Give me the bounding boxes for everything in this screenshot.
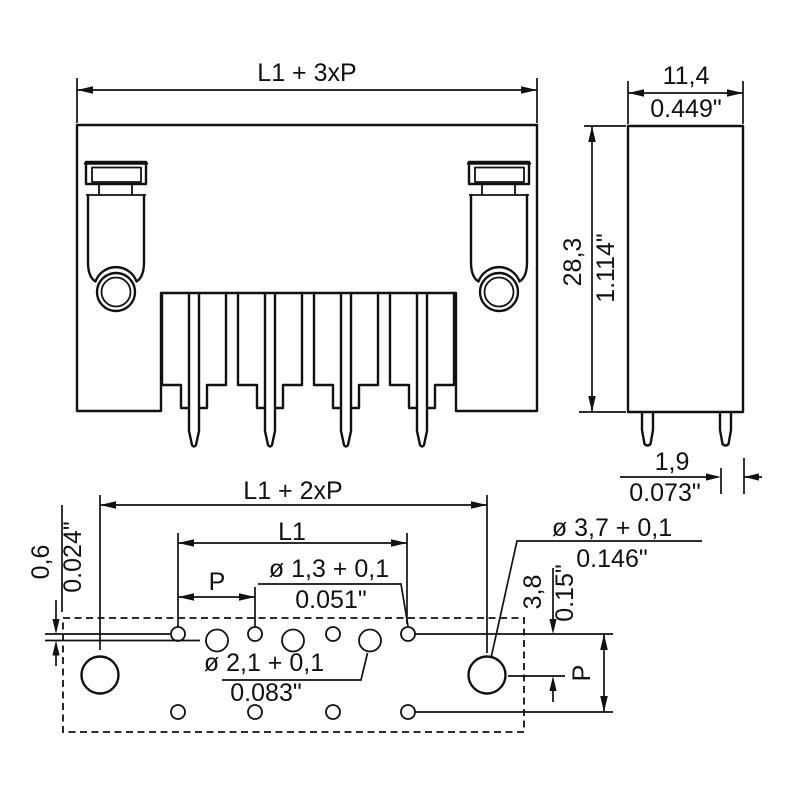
side-pin-mm: 1,9 xyxy=(655,448,690,476)
housing-block xyxy=(388,291,456,410)
mount-hole-mm: ø 3,7 + 0,1 xyxy=(552,514,672,542)
side-body-outline xyxy=(626,124,745,414)
mid-hole-in: 0.083" xyxy=(230,679,301,707)
side-pin-right xyxy=(718,411,733,447)
row-pitch-label: P xyxy=(568,665,596,682)
latch-right-band xyxy=(469,184,529,196)
row-centerlines xyxy=(45,633,613,713)
dimension-pitch: P xyxy=(178,568,256,627)
housing-block xyxy=(312,291,380,410)
mid-hole xyxy=(358,628,382,653)
side-height-mm: 28,3 xyxy=(559,238,587,287)
solder-pin xyxy=(415,291,429,448)
front-width-label: L1 + 3xP xyxy=(257,59,356,87)
footprint-overall-label: L1 + 2xP xyxy=(243,477,342,505)
side-pin-left xyxy=(640,411,655,447)
dimension-l1: L1 xyxy=(177,518,408,627)
solder-pin xyxy=(187,291,201,448)
latch-left xyxy=(83,160,149,313)
drill-holes xyxy=(80,626,507,720)
latch-left-band xyxy=(86,184,146,196)
latch-left-cap-inner xyxy=(91,166,142,183)
latch-left-ring-outer xyxy=(95,271,137,313)
side-pin-in: 0.073" xyxy=(629,479,700,507)
pin-hole xyxy=(170,704,186,720)
housing-block xyxy=(236,291,304,410)
latch-left-arm xyxy=(86,193,146,283)
mount-hole-in: 0.146" xyxy=(576,545,647,573)
mid-hole-mm: ø 2,1 + 0,1 xyxy=(204,649,324,677)
dimension-l1-2xp: L1 + 2xP xyxy=(99,477,488,653)
latch-right-cap xyxy=(467,160,531,186)
side-width-in: 0.449" xyxy=(650,95,721,123)
latch-right-arm xyxy=(469,193,529,283)
pin-hole-in: 0.051" xyxy=(295,586,366,614)
arrowhead-left xyxy=(77,86,93,94)
footprint-l1-label: L1 xyxy=(278,518,306,546)
dimension-row-offset: 0,6 0.024" xyxy=(27,505,87,666)
dimension-mount-row: 3,8 0.15" xyxy=(519,564,579,702)
latch-left-cap xyxy=(84,160,148,186)
latch-right xyxy=(466,160,532,313)
side-width-mm: 11,4 xyxy=(663,62,710,90)
pin-hole-mm: ø 1,3 + 0,1 xyxy=(269,555,389,583)
pin-housing-blocks xyxy=(160,291,456,448)
mount-row-mm: 3,8 xyxy=(519,575,547,610)
mid-hole xyxy=(281,628,305,653)
mount-hole-right xyxy=(467,655,507,695)
latch-right-ring-outer xyxy=(478,271,520,313)
dimension-pin: 1,9 0.073" xyxy=(620,448,762,507)
dimension-row-pitch: P xyxy=(568,634,608,712)
housing-block xyxy=(160,291,228,410)
mount-hole-left xyxy=(80,655,120,695)
pin-hole xyxy=(247,626,263,642)
pin-hole xyxy=(400,626,416,642)
pin-hole xyxy=(325,626,341,642)
front-view: L1 + 3xP xyxy=(75,59,539,448)
callout-mount-hole: ø 3,7 + 0,1 0.146" xyxy=(490,514,702,659)
dimension-width: 11,4 0.449" xyxy=(627,62,744,124)
dimension-l1-3xp: L1 + 3xP xyxy=(76,59,538,123)
footprint-view: L1 + 2xP L1 P ø 1,3 + 0,1 0.051" ø 2,1 +… xyxy=(27,477,702,733)
pcb-outline-dashed xyxy=(62,617,525,733)
row-offset-in: 0.024" xyxy=(59,521,87,592)
dimension-height: 28,3 1.114" xyxy=(559,125,626,413)
row-offset-mm: 0,6 xyxy=(27,545,55,580)
pin-hole xyxy=(325,704,341,720)
solder-pin xyxy=(263,291,277,448)
arrowhead-right xyxy=(521,86,537,94)
front-body-outline xyxy=(75,123,539,413)
pin-hole xyxy=(247,704,263,720)
mid-hole xyxy=(205,628,229,653)
latch-left-ring-inner xyxy=(100,276,132,308)
latch-right-cap-inner xyxy=(474,166,525,183)
mount-row-in: 0.15" xyxy=(551,564,579,622)
callout-mid-hole: ø 2,1 + 0,1 0.083" xyxy=(204,649,369,707)
callout-pin-hole: ø 1,3 + 0,1 0.051" xyxy=(258,555,409,627)
side-view: 11,4 0.449" 28,3 1.114" 1,9 0.073" xyxy=(559,62,762,507)
pin-hole xyxy=(170,626,186,642)
pin-hole xyxy=(400,704,416,720)
latch-right-ring-inner xyxy=(483,276,515,308)
solder-pin xyxy=(339,291,353,448)
footprint-pitch-label: P xyxy=(209,568,226,596)
side-height-in: 1.114" xyxy=(592,233,620,303)
